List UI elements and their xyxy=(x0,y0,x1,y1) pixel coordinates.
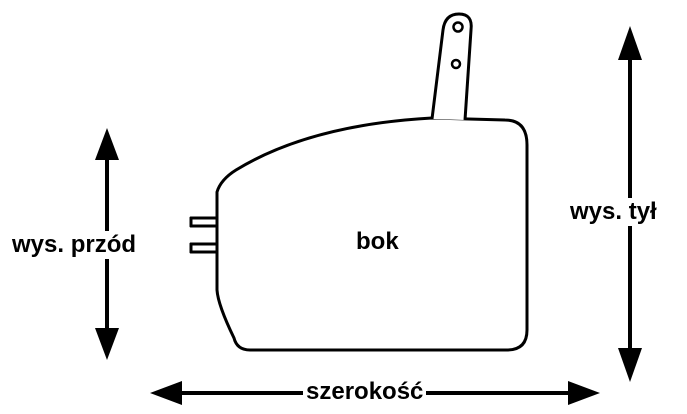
back-height-label: wys. tył xyxy=(568,198,659,226)
front-nozzle-bottom xyxy=(189,242,219,254)
side-label: bok xyxy=(356,228,399,255)
front-nozzle-top xyxy=(189,216,219,228)
tab-hole-top xyxy=(452,21,464,33)
mounting-tab xyxy=(430,12,473,121)
tab-hole-bottom xyxy=(450,58,462,70)
front-height-label: wys. przód xyxy=(10,231,139,259)
side-outline xyxy=(215,116,529,352)
width-label: szerokość xyxy=(303,380,427,404)
